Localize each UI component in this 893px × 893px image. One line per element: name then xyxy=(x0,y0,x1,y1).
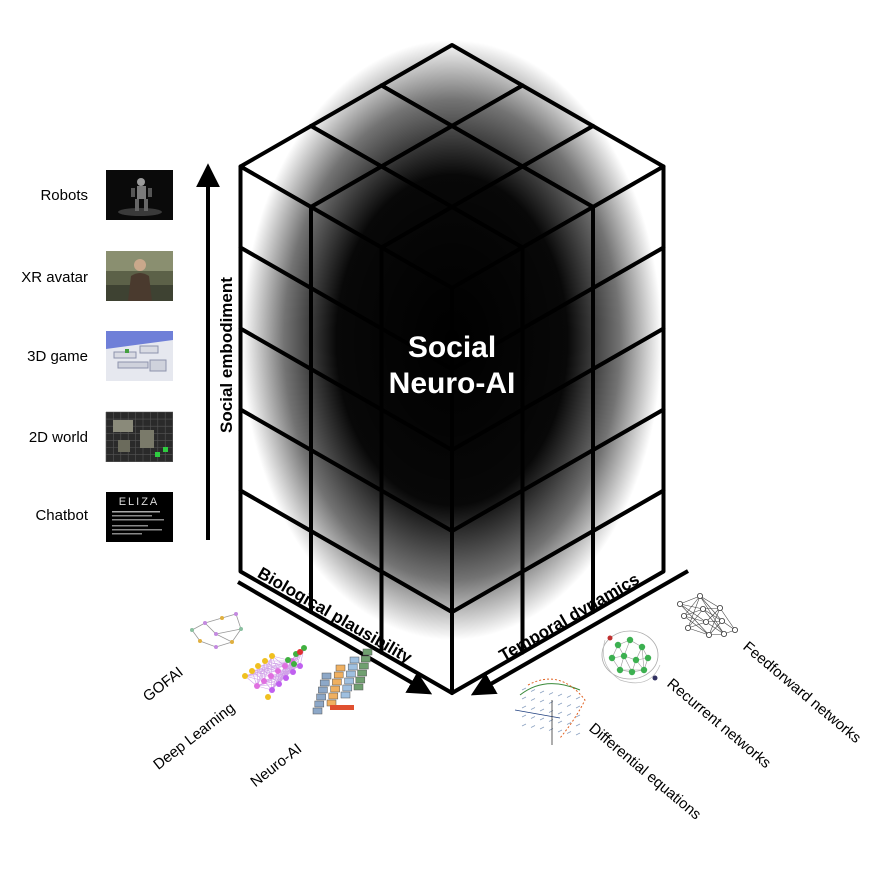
plausibility-label: GOFAI xyxy=(140,664,187,706)
recurrent-network-icon xyxy=(602,631,660,683)
symbolic-graph-icon xyxy=(190,612,243,649)
dynamics-label: Feedforward networks xyxy=(740,638,865,746)
2d-world-icon xyxy=(106,412,173,462)
embodiment-label: Robots xyxy=(40,187,88,204)
vector-field-icon xyxy=(515,679,585,745)
plausibility-level-gofai: GOFAI xyxy=(140,612,243,705)
embodiment-label: Chatbot xyxy=(35,507,88,524)
eliza-screen-title: ELIZA xyxy=(119,496,160,508)
plausibility-label: Neuro-AI xyxy=(247,740,305,790)
embodiment-label: XR avatar xyxy=(21,269,88,286)
avatar-photo-icon xyxy=(106,251,173,301)
embodiment-level-xr-avatar: XR avatar xyxy=(21,251,173,301)
brain-layers-icon xyxy=(313,649,372,714)
center-title-line1: Social xyxy=(408,331,496,364)
embodiment-label: 3D game xyxy=(27,348,88,365)
plausibility-level-neuro-ai: Neuro-AI xyxy=(247,649,372,791)
center-title-line2: Neuro-AI xyxy=(389,367,516,400)
neural-network-icon xyxy=(242,645,307,700)
embodiment-level-3d-game: 3D game xyxy=(27,331,173,381)
embodiment-level-chatbot: Chatbot ELIZA xyxy=(35,492,173,542)
social-embodiment-label: Social embodiment xyxy=(217,277,236,433)
embodiment-level-robots: Robots xyxy=(40,170,173,220)
dynamics-level-differential: Differential equations xyxy=(515,679,704,823)
dynamics-level-feedforward: Feedforward networks xyxy=(677,593,864,746)
3d-game-icon xyxy=(106,331,173,381)
robot-photo-icon xyxy=(106,170,173,220)
dynamics-label: Recurrent networks xyxy=(664,675,775,772)
plausibility-label: Deep Learning xyxy=(150,699,238,773)
embodiment-label: 2D world xyxy=(29,429,88,446)
feedforward-network-icon xyxy=(677,593,737,637)
embodiment-level-2d-world: 2D world xyxy=(29,412,173,462)
eliza-terminal-icon: ELIZA xyxy=(106,492,173,542)
dynamics-label: Differential equations xyxy=(586,720,705,823)
